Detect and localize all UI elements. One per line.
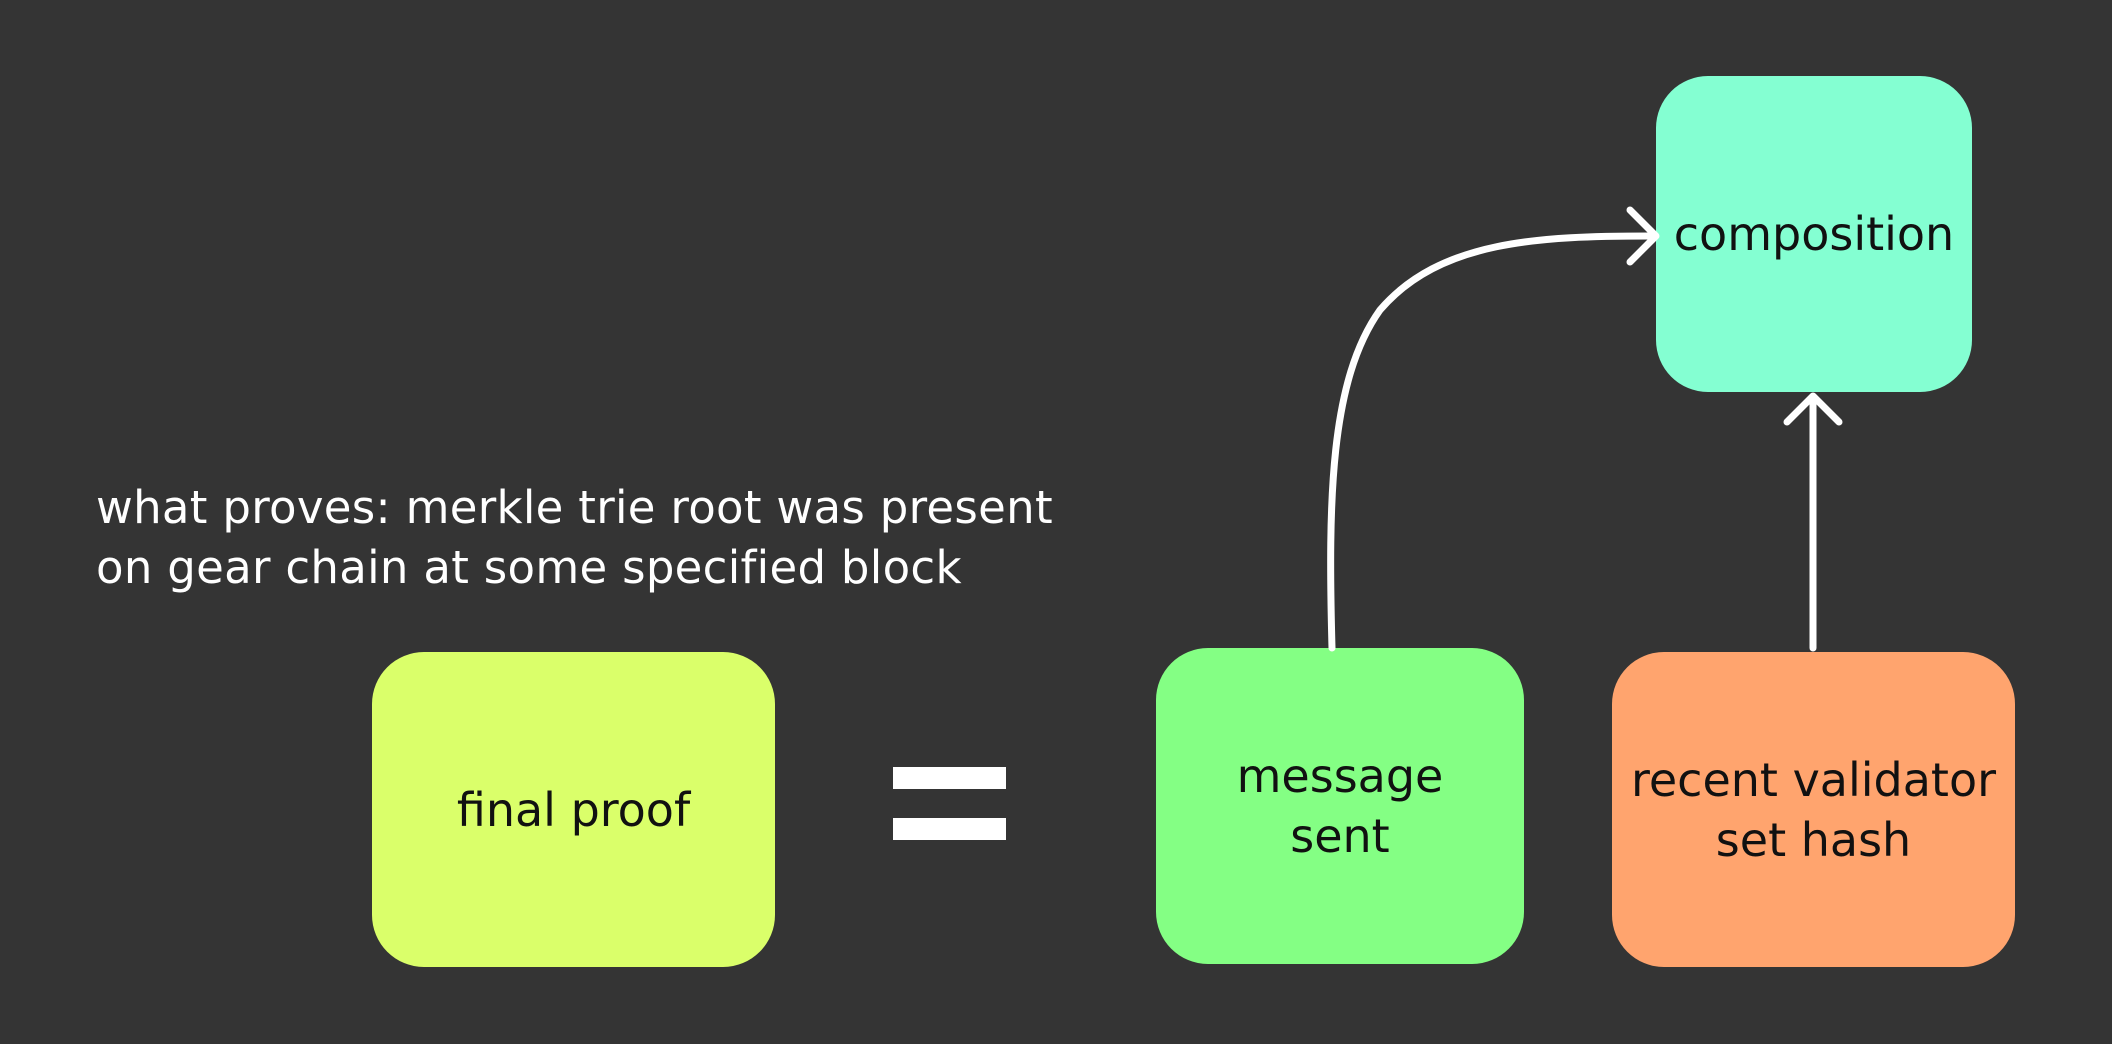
validator-set-hash-label-line-1: recent validator [1630,752,1997,807]
diagram-caption: what proves: merkle trie root was presen… [96,478,1096,598]
arrowhead-validator-to-composition [1783,392,1843,426]
message-sent-node: message sent [1156,648,1524,964]
message-sent-label-line-2: sent [1290,809,1390,863]
caption-line-1: what proves: merkle trie root was presen… [96,481,1053,534]
final-proof-node: final proof [372,652,775,967]
equals-sign-top-bar [893,767,1006,789]
validator-set-hash-label-line-2: set hash [1715,812,1912,867]
message-sent-label-line-1: message [1236,749,1444,803]
edge-message-to-composition [1327,232,1656,652]
final-proof-label: final proof [456,782,691,837]
composition-node: composition [1656,76,1972,392]
equals-sign-bottom-bar [893,818,1006,840]
arrowhead-message-to-composition [1626,206,1660,266]
composition-label: composition [1673,207,1955,261]
validator-set-hash-node: recent validator set hash [1612,652,2015,967]
caption-line-2: on gear chain at some specified block [96,541,962,594]
